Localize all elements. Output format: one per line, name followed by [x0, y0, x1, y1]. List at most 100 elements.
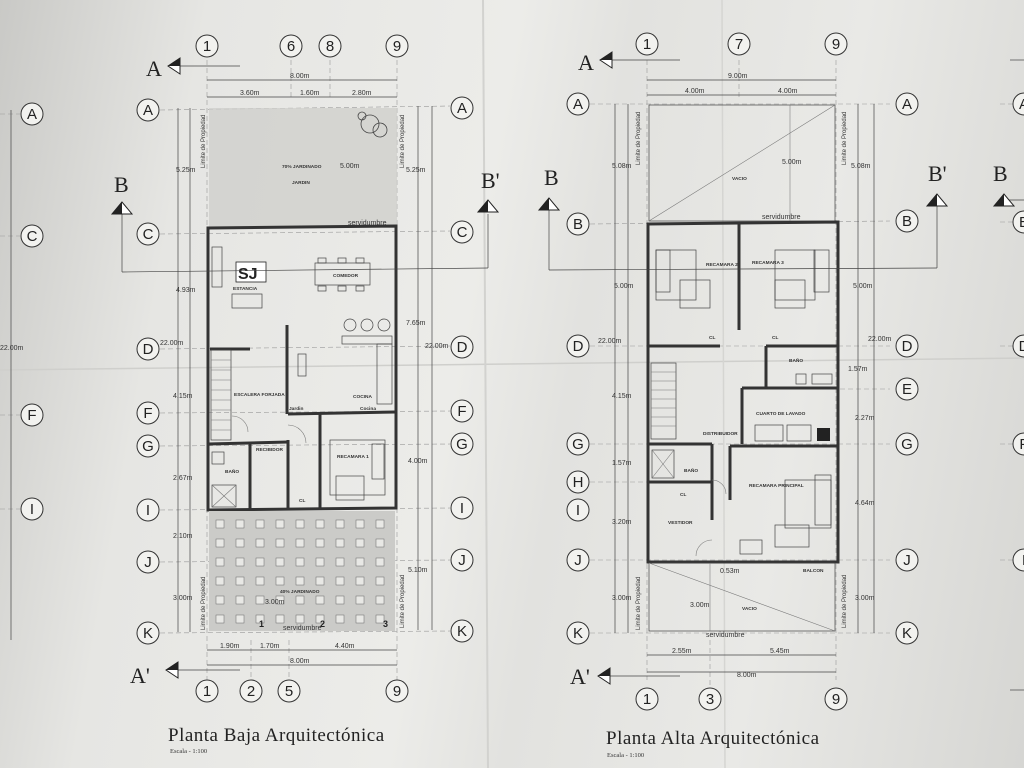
- inner-dimension: 5.00m: [340, 163, 360, 170]
- dim-top: 1.60m: [300, 90, 320, 97]
- room-label: VACIO: [732, 176, 747, 182]
- paver-tile: [335, 538, 345, 548]
- axis-label: I: [460, 500, 464, 517]
- dim-right: 5.25m: [406, 167, 426, 174]
- baja-furniture: SJ: [211, 246, 393, 508]
- paver-tile: [255, 614, 265, 624]
- room-label: JARDIN: [292, 180, 310, 186]
- section-label-b: B: [114, 172, 129, 197]
- room-label: Jardin: [289, 406, 303, 412]
- dim-left: 5.08m: [612, 163, 632, 170]
- paver-tile: [315, 576, 325, 586]
- tree-icon: [360, 114, 380, 134]
- paver-tile: [315, 595, 325, 605]
- paver-tile: [335, 576, 345, 586]
- axis-label: 5: [285, 683, 293, 700]
- axis-label: D: [573, 338, 584, 355]
- dim-left: 22.00m: [598, 338, 622, 345]
- axis-bubble: [566, 432, 590, 456]
- dim-left: 4.93m: [176, 287, 196, 294]
- room-label: BAÑO: [789, 357, 803, 364]
- axis-bubble: [1012, 210, 1024, 234]
- room-label: CL: [709, 335, 715, 341]
- axis-label: 6: [287, 38, 295, 55]
- axis-bubble: [450, 335, 474, 359]
- dim-left: 4.15m: [173, 393, 193, 400]
- edge-drawings: 22.00m B: [0, 59, 1024, 691]
- axis-label: J: [144, 554, 152, 571]
- paver-tile: [355, 519, 365, 529]
- room-label: BAÑO: [225, 468, 239, 475]
- room-label: DISTRIBUIDOR: [703, 431, 738, 437]
- paver-tile: [215, 519, 225, 529]
- parking-number: 3: [383, 619, 388, 629]
- room-label: CL: [680, 492, 686, 498]
- axis-bubble: [385, 34, 409, 58]
- axis-label: 7: [735, 36, 743, 53]
- dim-right: 7.65m: [406, 320, 426, 327]
- dim-top: 8.00m: [290, 73, 310, 80]
- paver-tile: [235, 576, 245, 586]
- axis-bubble: [239, 679, 263, 703]
- paver-tile: [235, 595, 245, 605]
- limite-label: Limite de Propiedad: [201, 115, 207, 168]
- baja-section-markers: [110, 57, 500, 679]
- paver-tile: [255, 576, 265, 586]
- limite-label: Limite de Propiedad: [201, 577, 207, 630]
- room-label: RECAMARA 3: [752, 260, 784, 266]
- limite-label: Limite de Propiedad: [636, 112, 642, 165]
- axis-label: F: [143, 405, 152, 422]
- dim-right: 22.00m: [868, 336, 892, 343]
- baja-dimension-lines: [177, 79, 433, 666]
- axis-bubble: [566, 470, 590, 494]
- axis-label: 1: [643, 36, 651, 53]
- dim-left: 3.20m: [612, 519, 632, 526]
- axis-label: F: [27, 407, 36, 424]
- axis-label: B: [902, 213, 912, 230]
- axis-label: D: [143, 341, 154, 358]
- axis-bubble: [318, 34, 342, 58]
- dim-left: 5.00m: [614, 283, 634, 290]
- servidumbre-label: servidumbre: [706, 632, 745, 639]
- axis-label: K: [902, 625, 912, 642]
- axis-label: I: [146, 502, 150, 519]
- room-label: RECIBIDOR: [256, 447, 283, 453]
- axis-bubble: [895, 432, 919, 456]
- room-label: BALCON: [803, 568, 824, 574]
- baja-stairs: [210, 349, 232, 441]
- axis-bubble: [566, 621, 590, 645]
- axis-bubble: [566, 334, 590, 358]
- paver-tile: [235, 538, 245, 548]
- dim-bottom: 1.70m: [260, 643, 280, 650]
- axis-bubble: [385, 679, 409, 703]
- plan-title: Planta Alta Arquitectónica: [606, 728, 820, 749]
- axis-bubble: [136, 401, 160, 425]
- axis-label: C: [457, 224, 468, 241]
- dim-right: 5.00m: [853, 283, 873, 290]
- paver-tile: [375, 595, 385, 605]
- dim-left: 2.10m: [173, 533, 193, 540]
- axis-label: D: [457, 339, 468, 356]
- room-label: CL: [772, 335, 778, 341]
- axis-bubble: [136, 98, 160, 122]
- axis-bubble: [895, 377, 919, 401]
- alta-interior-walls: [648, 224, 838, 520]
- axis-bubble: [727, 32, 751, 56]
- axis-label: F: [1019, 436, 1024, 453]
- room-label: RECAMARA PRINCIPAL: [749, 483, 804, 489]
- axis-bubble: [895, 621, 919, 645]
- paver-tile: [335, 519, 345, 529]
- axis-label: 1: [203, 683, 211, 700]
- axis-label: K: [573, 625, 583, 642]
- dim-left: 4.15m: [612, 393, 632, 400]
- dim-top: 3.60m: [240, 90, 260, 97]
- dim-left: 22.00m: [160, 340, 184, 347]
- axis-bubble: [195, 679, 219, 703]
- section-label-b-prime: B': [928, 161, 947, 186]
- alta-furniture: [651, 249, 833, 557]
- tree-icon: [372, 122, 388, 138]
- servidumbre-label: servidumbre: [348, 220, 387, 227]
- axis-bubble: [635, 32, 659, 56]
